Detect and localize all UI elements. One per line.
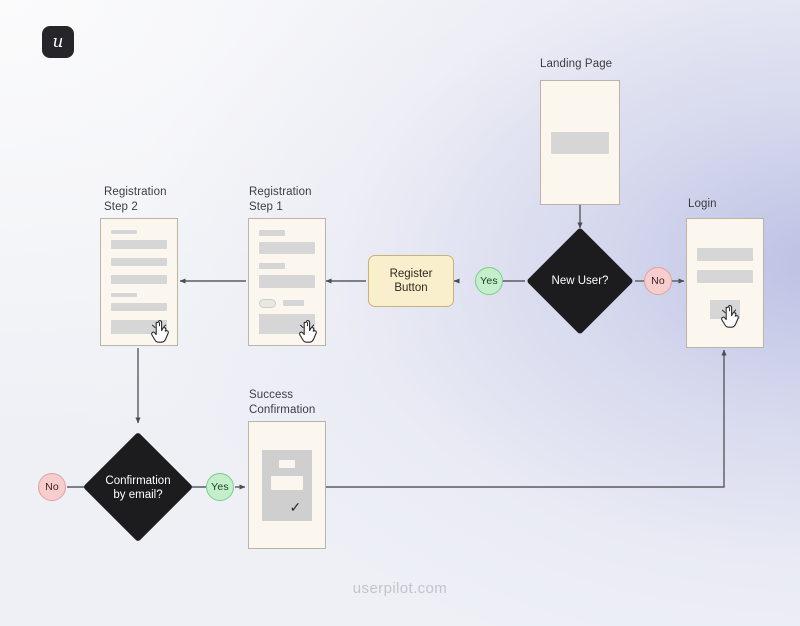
badge-yes-confirmation[interactable]: Yes xyxy=(206,473,234,501)
userpilot-logo: u xyxy=(42,26,74,58)
step1-submit-button[interactable] xyxy=(259,313,315,334)
step1-input-1[interactable] xyxy=(259,241,315,255)
success-confirmation-title: Success Confirmation xyxy=(249,389,316,416)
pointing-hand-cursor-icon xyxy=(299,320,317,343)
badge-yes-new-user[interactable]: Yes xyxy=(475,267,503,295)
login-card[interactable] xyxy=(686,218,764,348)
node-register-button[interactable]: Register Button xyxy=(368,255,454,307)
login-username-field[interactable] xyxy=(697,247,753,261)
pointing-hand-cursor-icon xyxy=(151,320,169,343)
landing-page-title: Landing Page xyxy=(540,58,613,70)
decision-new-user-label: New User? xyxy=(551,275,609,287)
success-modal-input[interactable] xyxy=(270,475,304,490)
badge-yes-new-user-label: Yes xyxy=(480,275,498,287)
step2-label-2 xyxy=(111,292,137,297)
step2-input-3[interactable] xyxy=(111,275,167,284)
step1-toggle-label xyxy=(283,300,305,307)
decision-confirmation-by-email-label: Confirmation by email? xyxy=(105,475,171,501)
badge-yes-confirmation-label: Yes xyxy=(211,481,229,493)
check-icon: ✓ xyxy=(289,498,302,515)
step2-submit-button[interactable] xyxy=(111,320,167,334)
landing-page-card[interactable] xyxy=(540,80,620,205)
step2-input-4[interactable] xyxy=(111,302,167,312)
step1-toggle-row[interactable] xyxy=(259,298,315,308)
step1-input-2[interactable] xyxy=(259,275,315,288)
registration-step-1-card[interactable] xyxy=(248,218,326,346)
registration-step-2-title: Registration Step 2 xyxy=(104,186,167,213)
success-confirmation-card[interactable]: ✓ xyxy=(248,421,326,549)
step1-label-1 xyxy=(259,230,285,236)
login-password-field[interactable] xyxy=(697,269,753,283)
step2-input-1[interactable] xyxy=(111,239,167,249)
badge-no-confirmation-label: No xyxy=(45,481,59,493)
step1-label-2 xyxy=(259,263,285,270)
step2-label-1 xyxy=(111,230,137,234)
watermark: userpilot.com xyxy=(352,580,448,597)
step2-input-2[interactable] xyxy=(111,257,167,267)
badge-no-confirmation[interactable]: No xyxy=(38,473,66,501)
wire-success-to-login xyxy=(325,349,727,488)
registration-step-2-card[interactable] xyxy=(100,218,178,346)
badge-no-new-user-label: No xyxy=(651,275,665,287)
badge-no-new-user[interactable]: No xyxy=(644,267,672,295)
success-modal-title-bar xyxy=(278,459,296,468)
node-register-button-label: Register Button xyxy=(389,268,433,294)
landing-hero-bar xyxy=(551,131,609,154)
step1-toggle[interactable] xyxy=(259,298,276,308)
pointing-hand-cursor-icon xyxy=(721,305,739,328)
registration-step-1-title: Registration Step 1 xyxy=(249,186,312,213)
success-modal: ✓ xyxy=(261,449,313,521)
logo-glyph: u xyxy=(52,31,64,52)
login-title: Login xyxy=(688,198,717,210)
